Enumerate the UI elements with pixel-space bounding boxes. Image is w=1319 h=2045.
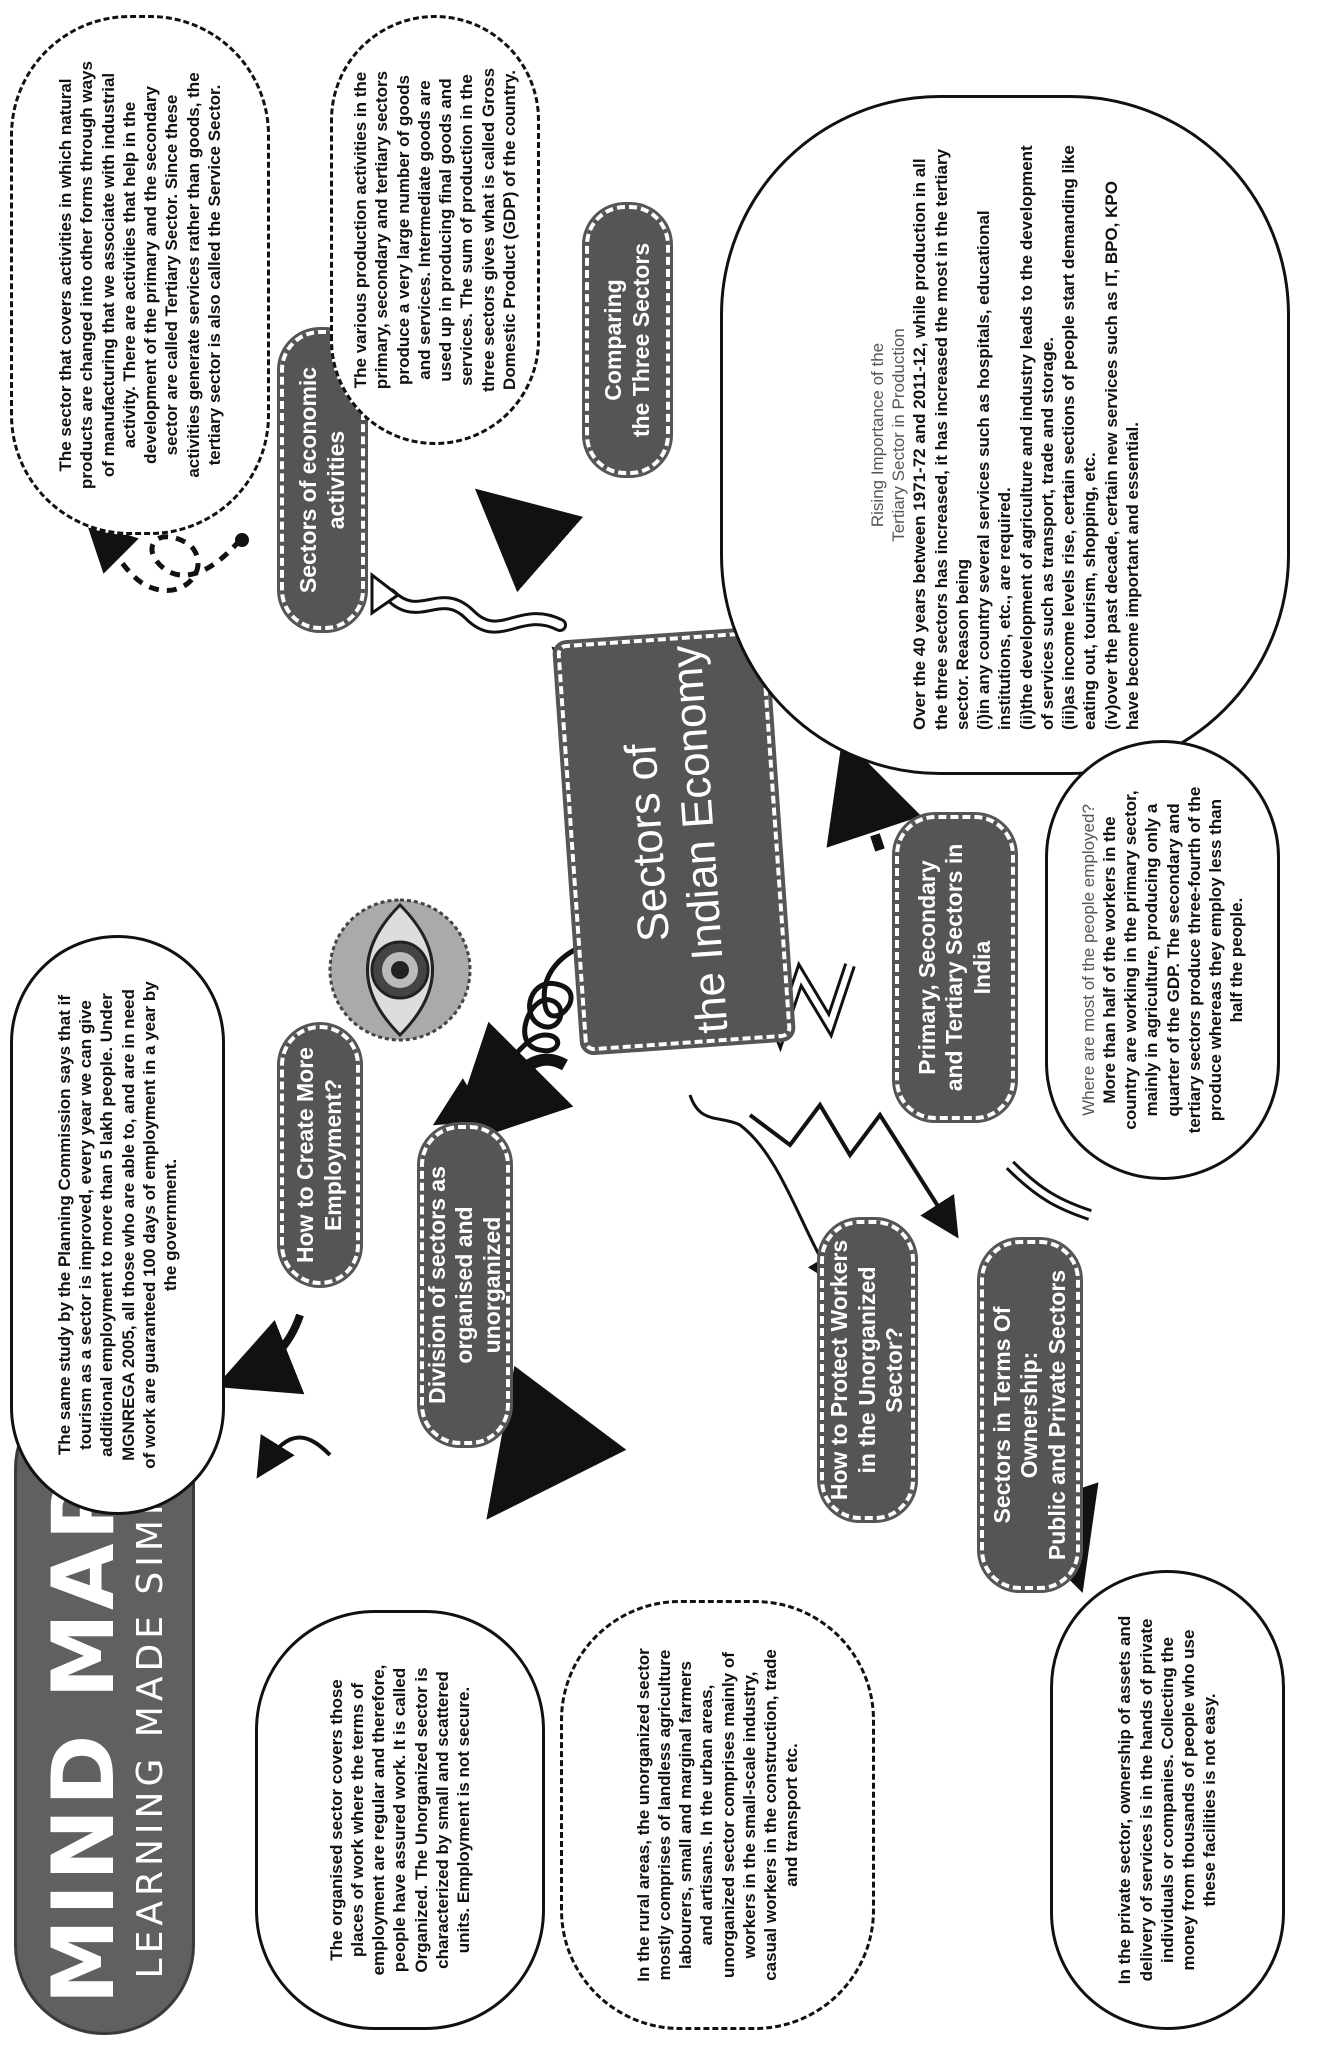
- note-tertiary-sector: The sector that covers activities in whi…: [10, 15, 270, 535]
- note-gdp: The various production activities in the…: [330, 15, 540, 445]
- topic-comparing-three-sectors[interactable]: Comparing the Three Sectors: [584, 195, 671, 485]
- note-text: The various production activities in the…: [351, 67, 519, 393]
- dashed-arrow-rising: [826, 737, 922, 852]
- topic-label: Sectors in Terms Of Ownership: Public an…: [988, 1269, 1070, 1561]
- thick-arrow-division: [446, 1021, 574, 1149]
- note-text: The organised sector covers those places…: [326, 1664, 474, 1976]
- hatched-arrow-rural: [486, 1365, 627, 1520]
- outlined-arrow-employed: [1005, 1160, 1092, 1221]
- topic-primary-secondary-tertiary[interactable]: Primary, Secondary and Tertiary Sectors …: [893, 807, 1017, 1128]
- note-rising-importance: Rising Importance of the Tertiary Sector…: [720, 95, 1290, 775]
- note-text: The sector that covers activities in whi…: [56, 61, 224, 489]
- note-rural-areas: In the rural areas, the unorganized sect…: [560, 1600, 875, 2030]
- note-text: The same study by the Planning Commissio…: [54, 981, 180, 1469]
- note-planning-commission: The same study by the Planning Commissio…: [10, 935, 225, 1515]
- central-topic-label: Sectors of the Indian Economy: [616, 643, 738, 1035]
- note-employment-distribution: Where are most of the people employed? M…: [1045, 740, 1280, 1180]
- note-private-sector: In the private sector, ownership of asse…: [1050, 1570, 1285, 2030]
- thin-arrow-organised: [256, 1434, 332, 1479]
- topic-label: How to Create More Employment?: [292, 1047, 346, 1263]
- topic-label: How to Protect Workers in the Unorganize…: [826, 1239, 908, 1501]
- note-organised-sector: The organised sector covers those places…: [255, 1610, 545, 2030]
- wavy-arrow-economic: [383, 588, 567, 634]
- thick-arrow-gdp: [474, 488, 584, 593]
- topic-label: Sectors of economic activities: [294, 366, 349, 594]
- note-title: Where are most of the people employed?: [1078, 804, 1098, 1116]
- note-text: Over the 40 years between 1971-72 and 20…: [910, 145, 1142, 730]
- dotted-arrow-tertiary: [85, 520, 242, 593]
- topic-division-of-sectors[interactable]: Division of sectors as organised and uno…: [419, 1114, 511, 1456]
- note-title: Rising Importance of the Tertiary Sector…: [867, 328, 909, 542]
- curved-arrow-planning: [215, 1313, 305, 1395]
- topic-label: Primary, Secondary and Tertiary Sectors …: [913, 843, 995, 1092]
- topic-create-employment[interactable]: How to Create More Employment?: [279, 1015, 361, 1295]
- zigzag-arrow-ownership: [748, 1101, 959, 1239]
- thin-arrow-protect: [688, 1094, 837, 1286]
- topic-label: Division of sectors as organised and uno…: [423, 1166, 505, 1404]
- topic-ownership[interactable]: Sectors in Terms Of Ownership: Public an…: [979, 1229, 1081, 1601]
- note-text: In the private sector, ownership of asse…: [1115, 1615, 1220, 1985]
- central-topic[interactable]: Sectors of the Indian Economy: [553, 622, 795, 1060]
- topic-label: Comparing the Three Sectors: [599, 242, 654, 438]
- topic-protect-workers[interactable]: How to Protect Workers in the Unorganize…: [819, 1210, 916, 1530]
- note-text: In the rural areas, the unorganized sect…: [633, 1648, 802, 1982]
- note-text: More than half of the workers in the cou…: [1099, 786, 1247, 1134]
- eye-emblem-icon: [328, 898, 472, 1042]
- logo-subtitle: LEARNING MADE SIMPLE: [129, 1435, 171, 1979]
